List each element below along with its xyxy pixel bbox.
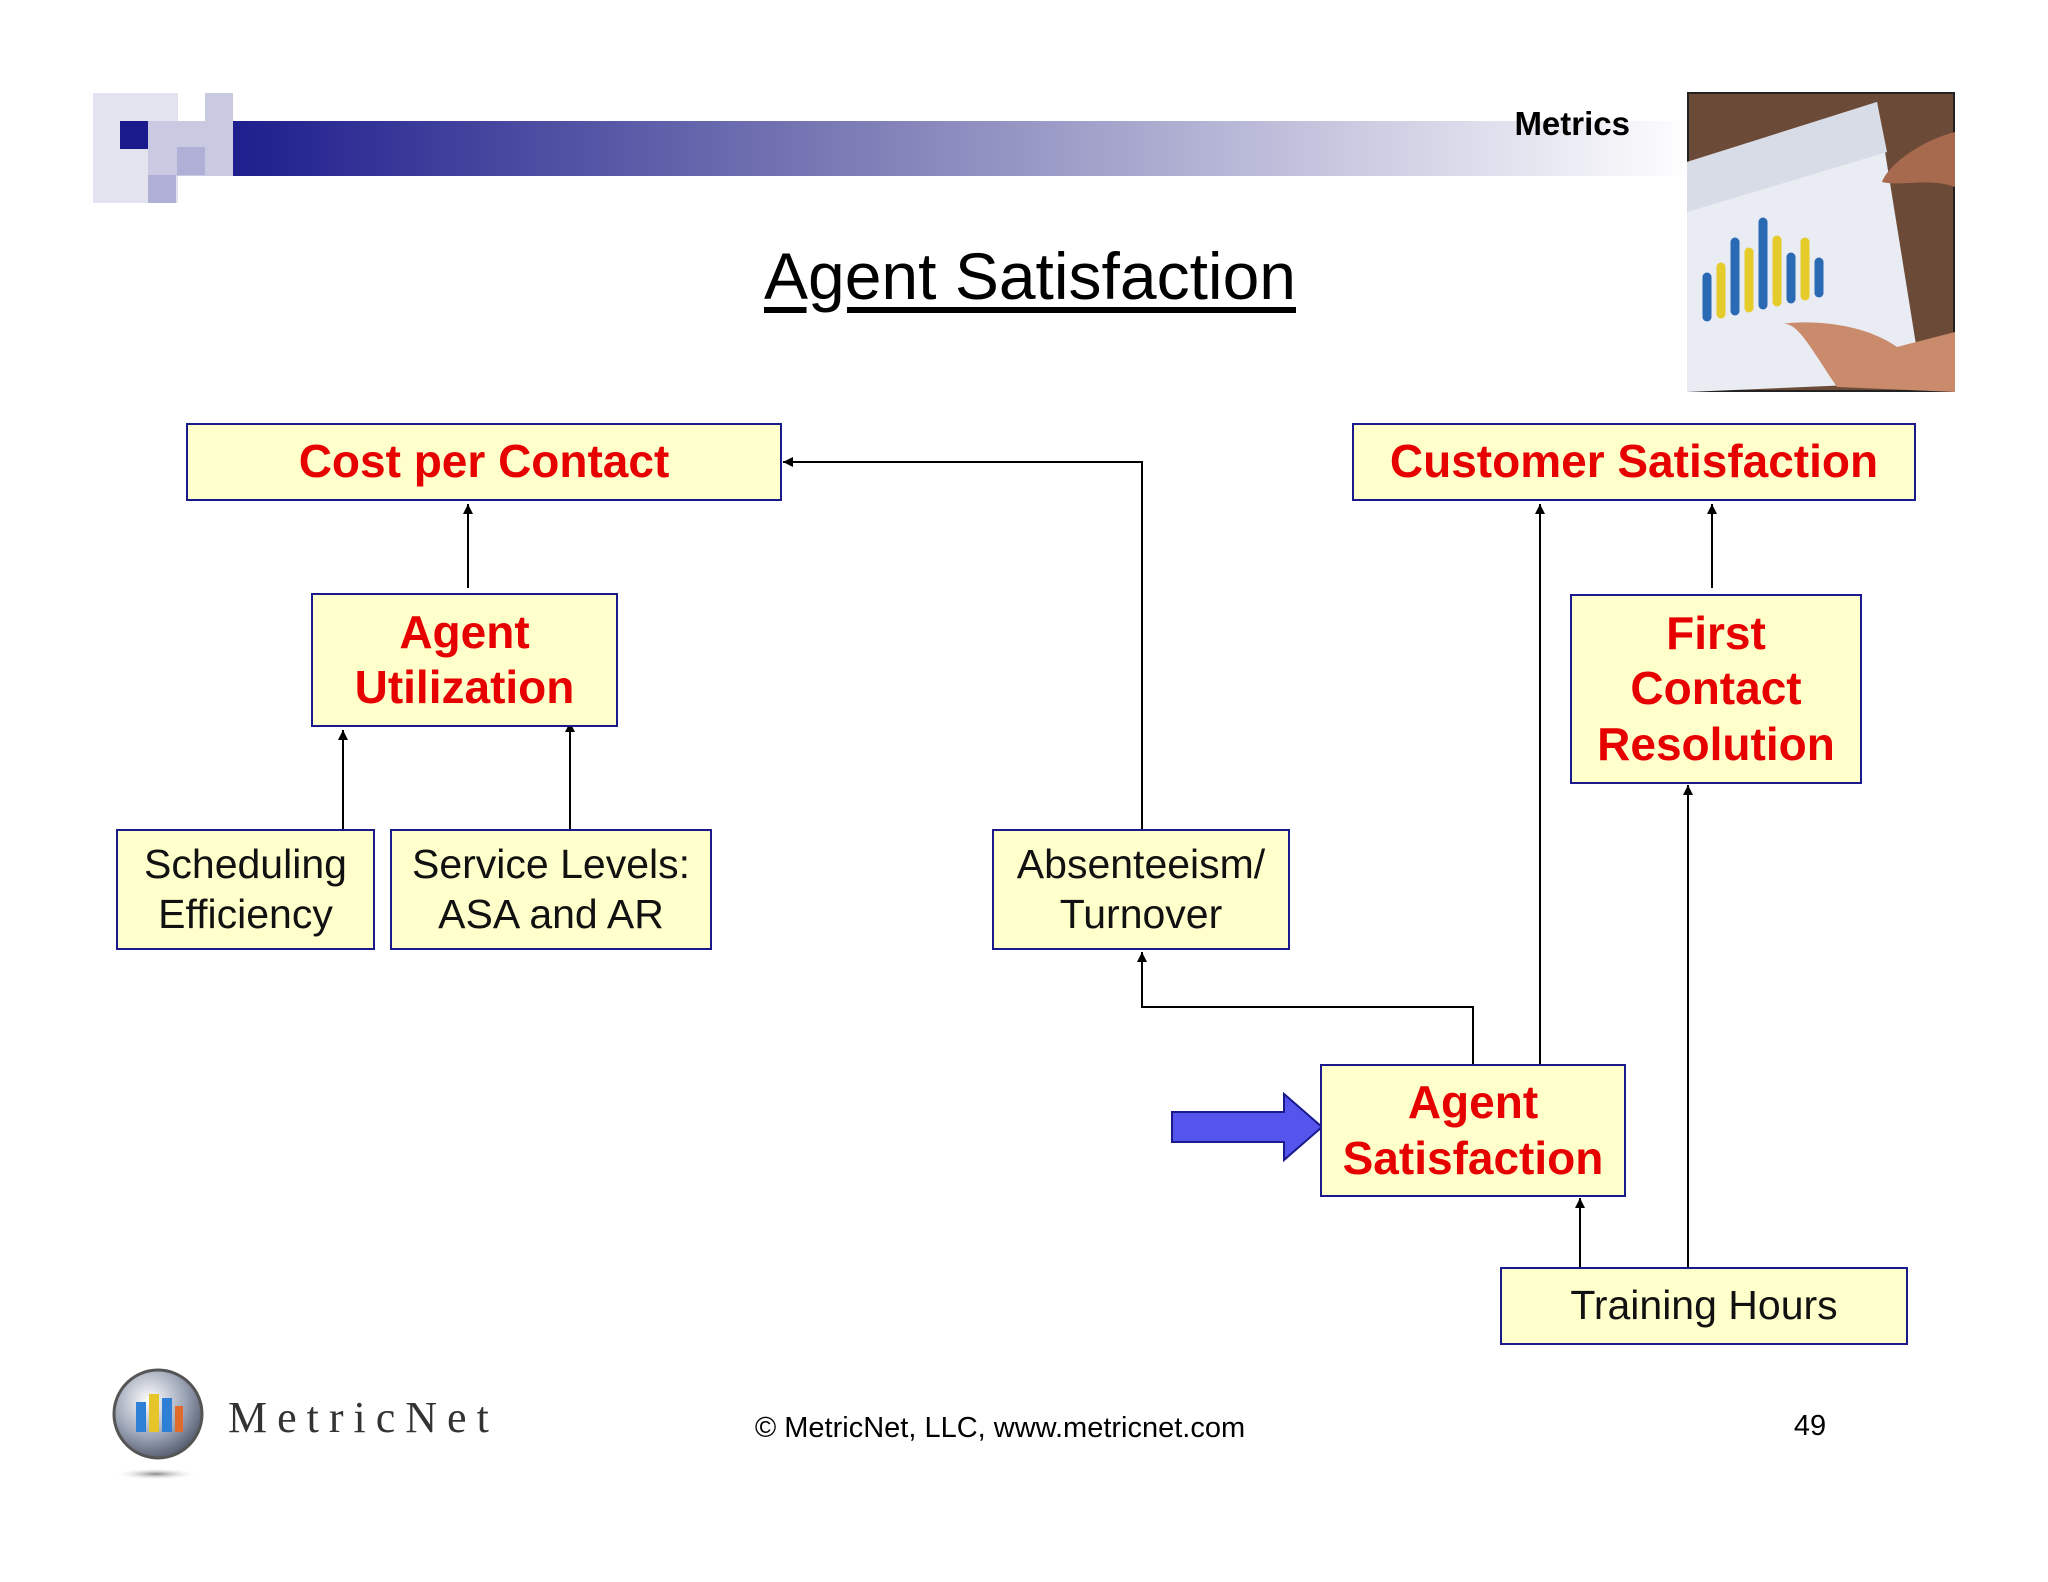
box-customer-satisfaction: Customer Satisfaction xyxy=(1352,423,1916,501)
box-service-levels: Service Levels: ASA and AR xyxy=(390,829,712,950)
chart-photo-icon xyxy=(1687,92,1955,392)
box-scheduling-efficiency: Scheduling Efficiency xyxy=(116,829,375,950)
header-square xyxy=(148,175,176,203)
metricnet-logo-icon xyxy=(112,1368,204,1480)
box-training-hours: Training Hours xyxy=(1500,1267,1908,1345)
footer-copyright: © MetricNet, LLC, www.metricnet.com xyxy=(754,1412,1246,1444)
logo-text: MetricNet xyxy=(228,1393,499,1442)
arrow-satisfaction-to-absenteeism xyxy=(1137,952,1474,1064)
header-square xyxy=(205,93,233,121)
box-first-contact-resolution: First Contact Resolution xyxy=(1570,594,1862,784)
highlight-arrow-icon xyxy=(1171,1091,1324,1163)
page-number: 49 xyxy=(1793,1410,1827,1442)
header-gradient-bar xyxy=(205,121,1695,176)
box-absenteeism-turnover: Absenteeism/ Turnover xyxy=(992,829,1290,950)
header-square xyxy=(177,147,205,175)
box-agent-satisfaction: Agent Satisfaction xyxy=(1320,1064,1626,1197)
header-decoration xyxy=(93,93,1695,203)
section-label: Metrics xyxy=(1514,105,1630,142)
header-square xyxy=(120,121,148,149)
arrow-absenteeism-to-cost xyxy=(783,457,1143,829)
page-title: Agent Satisfaction xyxy=(764,239,1296,313)
box-cost-per-contact: Cost per Contact xyxy=(186,423,782,501)
box-agent-utilization: Agent Utilization xyxy=(311,593,618,727)
